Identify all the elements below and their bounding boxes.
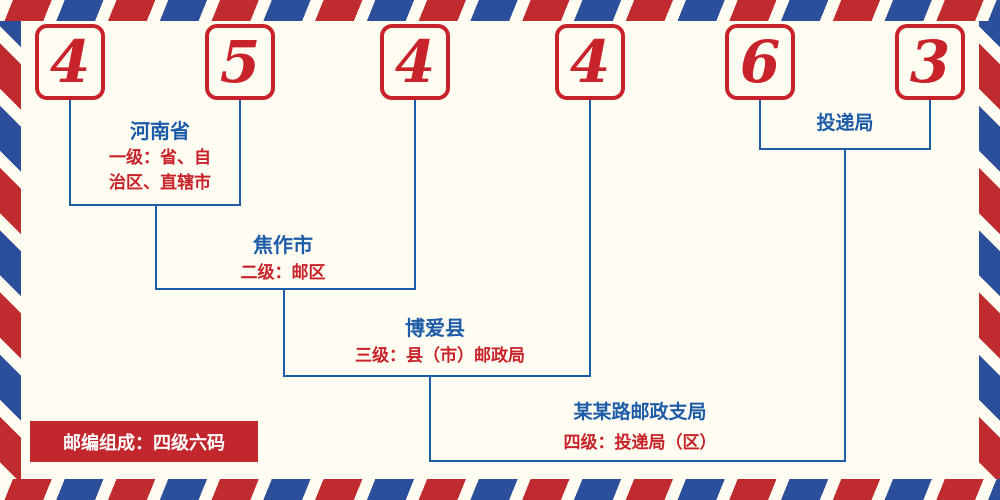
connector-line <box>429 375 431 462</box>
county-desc: 三级：县（市）邮政局 <box>355 346 525 366</box>
city-desc: 二级：邮区 <box>240 263 326 283</box>
connector-line <box>759 100 761 150</box>
airmail-border-top <box>0 0 1000 21</box>
connector-line <box>844 148 846 462</box>
digit-3: 4 <box>394 28 436 96</box>
connector-line <box>429 460 846 462</box>
branch-name: 某某路邮政支局 <box>573 401 707 423</box>
digit-1: 4 <box>49 28 91 96</box>
digit-box-4: 4 <box>555 24 625 100</box>
airmail-border-right <box>979 21 1000 479</box>
airmail-border-left <box>0 21 21 479</box>
connector-line <box>69 100 71 206</box>
connector-line <box>929 100 931 150</box>
city-name: 焦作市 <box>253 233 313 257</box>
airmail-border-bottom <box>0 479 1000 500</box>
digit-5: 6 <box>739 28 781 96</box>
connector-line <box>155 288 416 290</box>
digit-box-2: 5 <box>205 24 275 100</box>
connector-line <box>283 288 285 377</box>
connector-line <box>759 148 931 150</box>
delivery-office-name: 投递局 <box>816 112 874 134</box>
digit-4: 4 <box>569 28 611 96</box>
connector-line <box>414 100 416 290</box>
digit-box-1: 4 <box>35 24 105 100</box>
province-name: 河南省 <box>130 119 190 143</box>
province-desc-line2: 治区、直辖市 <box>109 173 211 193</box>
digit-box-5: 6 <box>725 24 795 100</box>
digit-box-3: 4 <box>380 24 450 100</box>
digit-2: 5 <box>219 28 261 96</box>
province-desc-line1: 一级：省、自 <box>109 148 211 168</box>
digit-6: 3 <box>909 28 951 96</box>
connector-line <box>155 204 157 290</box>
branch-desc: 四级：投递局（区） <box>563 433 717 453</box>
connector-line <box>589 100 591 377</box>
footer-badge: 邮编组成：四级六码 <box>30 421 258 462</box>
connector-line <box>239 100 241 206</box>
digit-box-6: 3 <box>895 24 965 100</box>
connector-line <box>283 375 591 377</box>
county-name: 博爱县 <box>405 316 465 340</box>
